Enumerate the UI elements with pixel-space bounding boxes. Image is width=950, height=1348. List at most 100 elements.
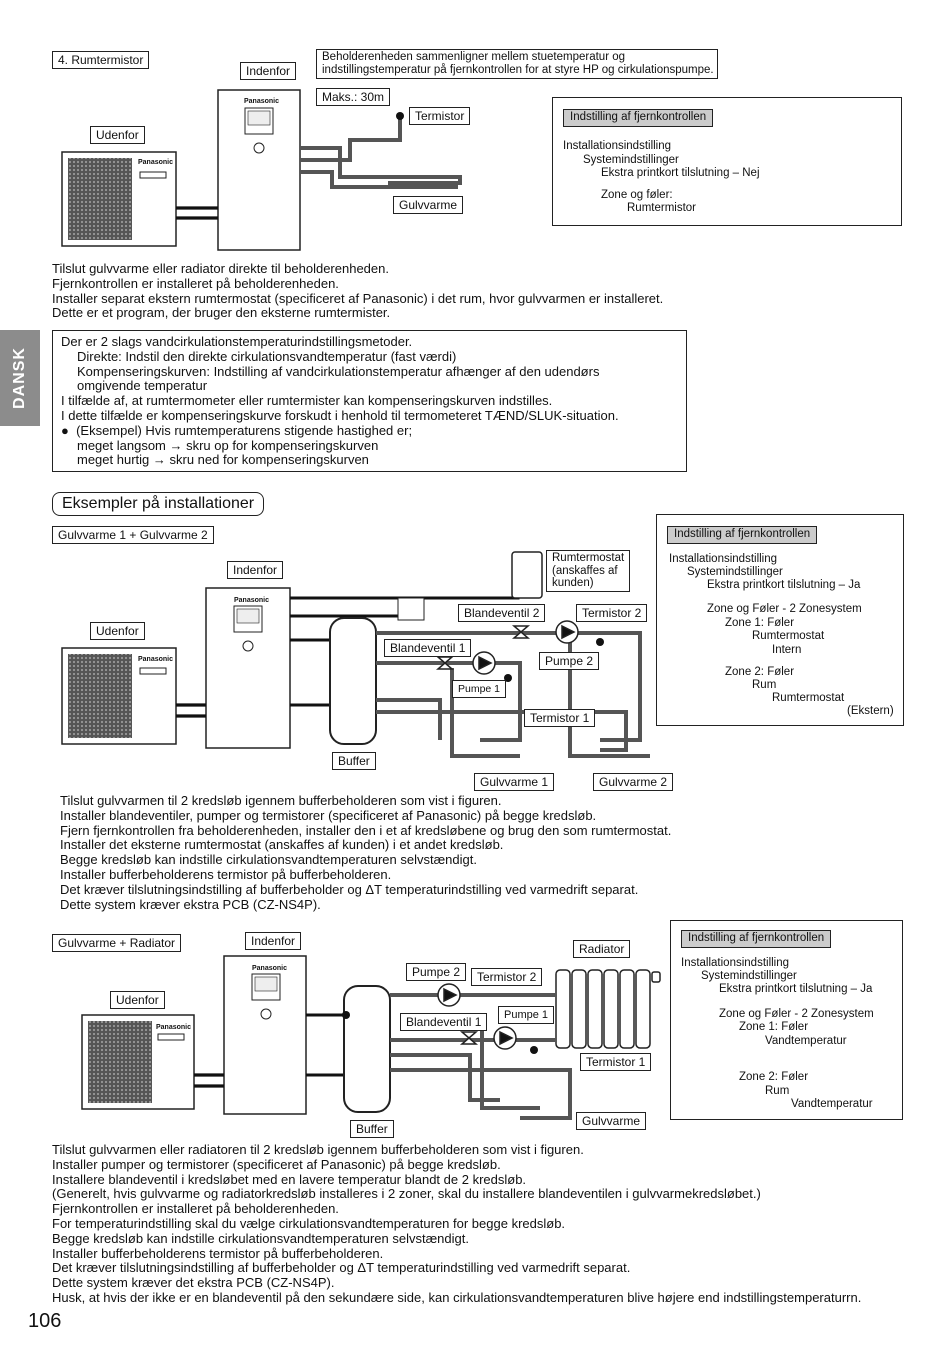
settings-line: Zone 2: Føler	[725, 666, 795, 678]
settings-line: Intern	[772, 644, 802, 656]
section2-label-termistor2: Termistor 2	[576, 604, 648, 622]
info-line: meget hurtig → skru ned for kompensering…	[77, 452, 369, 468]
section3-indoor-brand: Panasonic	[252, 965, 288, 972]
section2-label-pumpe1: Pumpe 1	[452, 680, 507, 698]
section1-description: Tilslut gulvvarme eller radiator direkte…	[52, 261, 664, 321]
settings-line: Systemindstillinger	[583, 154, 679, 166]
paragraph-line: Fjernkontrollen er installeret på behold…	[52, 1201, 339, 1217]
section2-room-thermostat-icon	[511, 551, 543, 599]
settings-line: Vandtemperatur	[765, 1035, 847, 1047]
section2-remote-icon	[397, 597, 425, 621]
section3-label-termistor1: Termistor 1	[580, 1053, 652, 1071]
section3-label-udenfor: Udenfor	[110, 991, 165, 1009]
section1-indoor-unit	[217, 89, 301, 251]
section1-settings-header: Indstilling af fjernkontrollen	[563, 109, 714, 127]
section2-settings-box: Indstilling af fjernkontrollen Installat…	[656, 514, 904, 726]
section1-label-indenfor: Indenfor	[240, 62, 297, 80]
settings-line: Ekstra printkort tilslutning – Nej	[601, 167, 760, 179]
paragraph-line: Installere blandeventil i kredsløbet med…	[52, 1171, 527, 1187]
paragraph-line: Tilslut gulvvarme eller radiator direkte…	[52, 261, 389, 276]
info-line: (Eksempel) Hvis rumtemperaturens stigend…	[76, 422, 413, 438]
section2-label-gulvvarme2: Gulvvarme 2	[593, 773, 674, 791]
settings-line: (Ekstern)	[847, 705, 894, 717]
page-number: 106	[28, 1310, 62, 1332]
settings-line: Vandtemperatur	[791, 1098, 873, 1110]
paragraph-line: Installer separat ekstern rumtermostat (…	[52, 290, 664, 306]
settings-line: Rumtermostat	[752, 630, 825, 642]
paragraph-line: Installer bufferbeholderens termistor på…	[52, 1245, 384, 1261]
paragraph-line: Tilslut gulvvarmen til 2 kredsløb igenne…	[60, 793, 502, 808]
section2-label-buffer: Buffer	[332, 752, 376, 770]
compensation-info-box: Der er 2 slags vandcirkulationstemperatu…	[52, 330, 687, 472]
section2-outdoor-brand: Panasonic	[138, 656, 174, 663]
section3-label-termistor2: Termistor 2	[471, 968, 543, 986]
section1-outdoor-unit	[61, 151, 177, 247]
settings-line: Systemindstillinger	[701, 970, 797, 982]
section2-label-blandeventil1: Blandeventil 1	[384, 639, 472, 657]
settings-line: Rumtermistor	[627, 202, 697, 214]
section2-label-pumpe2: Pumpe 2	[539, 652, 600, 670]
paragraph-line: Dette system kræver det ekstra PCB (CZ-N…	[52, 1275, 335, 1291]
settings-line: Rum	[752, 679, 777, 691]
language-side-tab: DANSK	[0, 330, 40, 426]
section1-note-line: indstillingstemperatur på fjernkontrolle…	[322, 64, 714, 76]
section3-title: Gulvvarme + Radiator	[52, 934, 182, 952]
section2-label-blandeventil2: Blandeventil 2	[458, 604, 546, 622]
section3-label-pumpe1: Pumpe 1	[498, 1006, 555, 1024]
settings-line: Systemindstillinger	[687, 566, 783, 578]
section2-label-termistor1: Termistor 1	[524, 709, 596, 727]
paragraph-line: Det kræver tilslutningsindstilling af bu…	[60, 881, 639, 897]
section2-settings-header: Indstilling af fjernkontrollen	[667, 526, 818, 544]
bullet-icon: ●	[61, 422, 77, 438]
settings-line: Zone og Føler - 2 Zonesystem	[719, 1008, 874, 1020]
section1-indoor-brand: Panasonic	[244, 98, 280, 105]
settings-line: Zone 1: Føler	[739, 1021, 809, 1033]
section1-label-udenfor: Udenfor	[90, 126, 145, 144]
paragraph-line: Begge kredsløb kan indstille cirkulation…	[60, 852, 477, 868]
section3-label-pumpe2: Pumpe 2	[406, 963, 467, 981]
section2-label-rumtermostat: Rumtermostat (anskaffes af kunden)	[546, 550, 631, 592]
paragraph-line: Dette er et program, der bruger den ekst…	[52, 305, 391, 321]
settings-line: Zone 2: Føler	[739, 1071, 809, 1083]
section3-label-radiator: Radiator	[573, 940, 631, 958]
section1-label-maks: Maks.: 30m	[316, 88, 391, 106]
paragraph-line: Installer bufferbeholderens termistor på…	[60, 866, 392, 882]
paragraph-line: Fjernkontrollen er installeret på behold…	[52, 275, 339, 291]
settings-line: Rum	[765, 1085, 790, 1097]
label-line: kunden)	[552, 577, 594, 589]
section2-title: Gulvvarme 1 + Gulvvarme 2	[52, 526, 214, 544]
section1-outdoor-brand: Panasonic	[138, 159, 174, 166]
label-line: Rumtermostat	[552, 552, 625, 564]
section2-outdoor-unit	[61, 647, 177, 745]
section2-indoor-unit	[205, 587, 291, 749]
settings-line: Ekstra printkort tilslutning – Ja	[707, 579, 861, 591]
paragraph-line: (Generelt, hvis gulvvarme og radiatorkre…	[52, 1186, 761, 1202]
info-line: I tilfælde af, at rumtermometer eller ru…	[61, 393, 553, 409]
info-line: omgivende temperatur	[77, 378, 208, 394]
paragraph-line: Det kræver tilslutningsindstilling af bu…	[52, 1260, 631, 1276]
settings-line: Ekstra printkort tilslutning – Ja	[719, 983, 873, 995]
section3-outdoor-unit	[81, 1014, 195, 1110]
section2-label-udenfor: Udenfor	[90, 622, 145, 640]
section3-outdoor-brand: Panasonic	[156, 1024, 192, 1031]
settings-line: Installationsindstilling	[669, 553, 778, 565]
paragraph-line: Tilslut gulvvarmen eller radiatoren til …	[52, 1142, 584, 1157]
section1-pipes	[176, 206, 218, 220]
section1-settings-box: Indstilling af fjernkontrollen Installat…	[552, 97, 902, 226]
info-line: Der er 2 slags vandcirkulationstemperatu…	[61, 334, 413, 349]
paragraph-line: Installer blandeventiler, pumper og term…	[60, 807, 597, 823]
settings-line: Installationsindstilling	[563, 140, 672, 152]
section3-description: Tilslut gulvvarmen eller radiatoren til …	[52, 1142, 861, 1306]
info-line: meget langsom → skru op for kompensering…	[77, 437, 379, 453]
section1-label-termistor: Termistor	[409, 107, 471, 125]
examples-title: Eksempler på installationer	[52, 492, 265, 516]
section1-note: Beholderenheden sammenligner mellem stue…	[316, 49, 718, 79]
paragraph-line: Installer det eksterne rumtermostat (ans…	[60, 837, 504, 853]
section2-indoor-brand: Panasonic	[234, 597, 270, 604]
section3-label-indenfor: Indenfor	[245, 932, 302, 950]
section2-buffer-tank	[329, 617, 377, 745]
section1-title: 4. Rumtermistor	[52, 51, 150, 69]
section1-floor-pipes	[300, 116, 462, 189]
paragraph-line: Dette system kræver ekstra PCB (CZ-NS4P)…	[60, 896, 321, 912]
